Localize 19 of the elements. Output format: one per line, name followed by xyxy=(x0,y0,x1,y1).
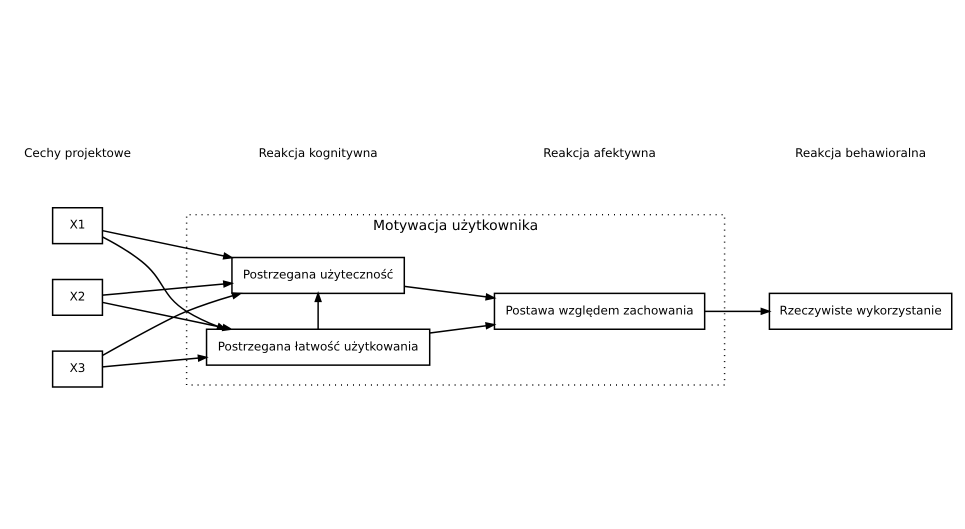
node-box: Rzeczywiste wykorzystanie xyxy=(768,292,952,330)
node-box: Postawa względem zachowania xyxy=(494,292,706,330)
arrow xyxy=(102,280,234,296)
arrow xyxy=(430,322,496,334)
label: Reakcja behawioralna xyxy=(795,146,926,160)
node-box: X2 xyxy=(52,278,104,316)
arrow xyxy=(314,291,322,329)
node-box: Postrzegana użyteczność xyxy=(231,256,406,294)
arrow xyxy=(704,307,772,316)
label: Reakcja kognitywna xyxy=(258,146,378,160)
node-box: X1 xyxy=(52,206,104,244)
arrow xyxy=(404,286,497,301)
node-box: X3 xyxy=(52,350,104,388)
node-box: Postrzegana łatwość użytkowania xyxy=(206,328,430,366)
arrow xyxy=(102,354,209,368)
label: Reakcja afektywna xyxy=(543,146,656,160)
label: Cechy projektowe xyxy=(24,146,131,160)
arrow xyxy=(102,230,234,260)
arrow xyxy=(102,292,243,356)
